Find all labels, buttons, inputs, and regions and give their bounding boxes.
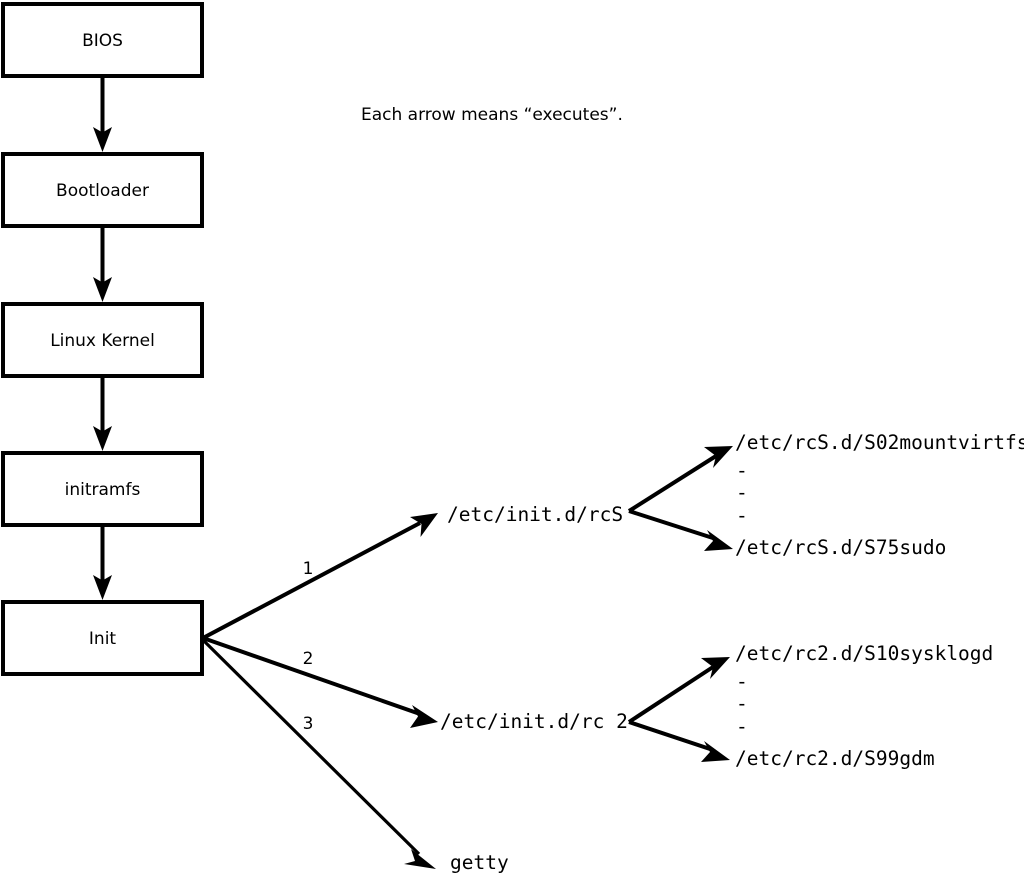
arrow-head-icon — [93, 277, 112, 302]
arrow-head-icon — [704, 530, 733, 551]
node-initramfs: initramfs — [1, 451, 204, 527]
arrow-head-icon — [93, 575, 112, 600]
rc2-ellipsis-dash-3: - — [736, 715, 748, 738]
arrow-head-icon — [410, 513, 438, 537]
node-initramfs-box — [1, 451, 204, 527]
label-getty: getty — [450, 851, 509, 874]
node-linux-kernel: Linux Kernel — [1, 302, 204, 378]
arrow-head-icon — [404, 849, 436, 869]
arrow-head-icon — [701, 657, 730, 679]
label-init-d-rcs: /etc/init.d/rcS — [447, 503, 623, 526]
rc2-ellipsis-dash-1: - — [736, 670, 748, 693]
node-initramfs-label: initramfs — [65, 480, 141, 500]
node-bios-label: BIOS — [82, 31, 123, 51]
arrow-init-to-rcs: 1 — [202, 513, 438, 640]
rcs-ellipsis-dash-2: - — [736, 481, 748, 504]
arrow-init-to-rc2: 2 — [202, 636, 438, 728]
arrow-head-icon — [93, 426, 112, 451]
arrow-rcs-to-last-script — [628, 509, 733, 551]
rc2-ellipsis-dash-2: - — [736, 692, 748, 715]
rcs-ellipsis-dash-3: - — [736, 504, 748, 527]
arrow-kernel-to-initramfs — [93, 376, 112, 451]
arrow-rc2-to-first-script — [627, 657, 730, 724]
node-init-label: Init — [89, 629, 117, 649]
arrow-init-to-getty: 3 — [201, 638, 436, 869]
arrow-head-icon — [410, 705, 438, 728]
node-bios: BIOS — [1, 2, 204, 78]
arrow-rcs-to-first-script — [627, 446, 733, 513]
arrow-bootloader-to-kernel — [93, 226, 112, 302]
label-rcs-last-script: /etc/rcS.d/S75sudo — [735, 536, 946, 559]
diagram-caption: Each arrow means “executes”. — [361, 105, 623, 125]
node-bootloader: Bootloader — [1, 152, 204, 228]
node-linux-kernel-label: Linux Kernel — [50, 331, 155, 351]
rcs-ellipsis-dash-1: - — [736, 459, 748, 482]
branch-number-1: 1 — [303, 559, 314, 579]
label-init-d-rc2: /etc/init.d/rc 2 — [440, 710, 628, 733]
arrow-rc2-to-last-script — [628, 720, 730, 762]
node-bootloader-label: Bootloader — [56, 181, 149, 201]
branch-number-2: 2 — [303, 649, 314, 669]
arrow-head-icon — [701, 741, 730, 762]
arrow-bios-to-bootloader — [93, 76, 112, 152]
branch-number-3: 3 — [303, 714, 314, 734]
label-rc2-last-script: /etc/rc2.d/S99gdm — [735, 747, 935, 770]
node-init-box — [1, 600, 204, 676]
node-bios-box — [1, 2, 204, 78]
label-rc2-first-script: /etc/rc2.d/S10sysklogd — [735, 642, 993, 665]
arrow-head-icon — [93, 127, 112, 152]
arrow-initramfs-to-init — [93, 525, 112, 600]
label-rcs-first-script: /etc/rcS.d/S02mountvirtfs — [735, 431, 1024, 454]
node-init: Init — [1, 600, 204, 676]
arrow-head-icon — [704, 446, 733, 468]
